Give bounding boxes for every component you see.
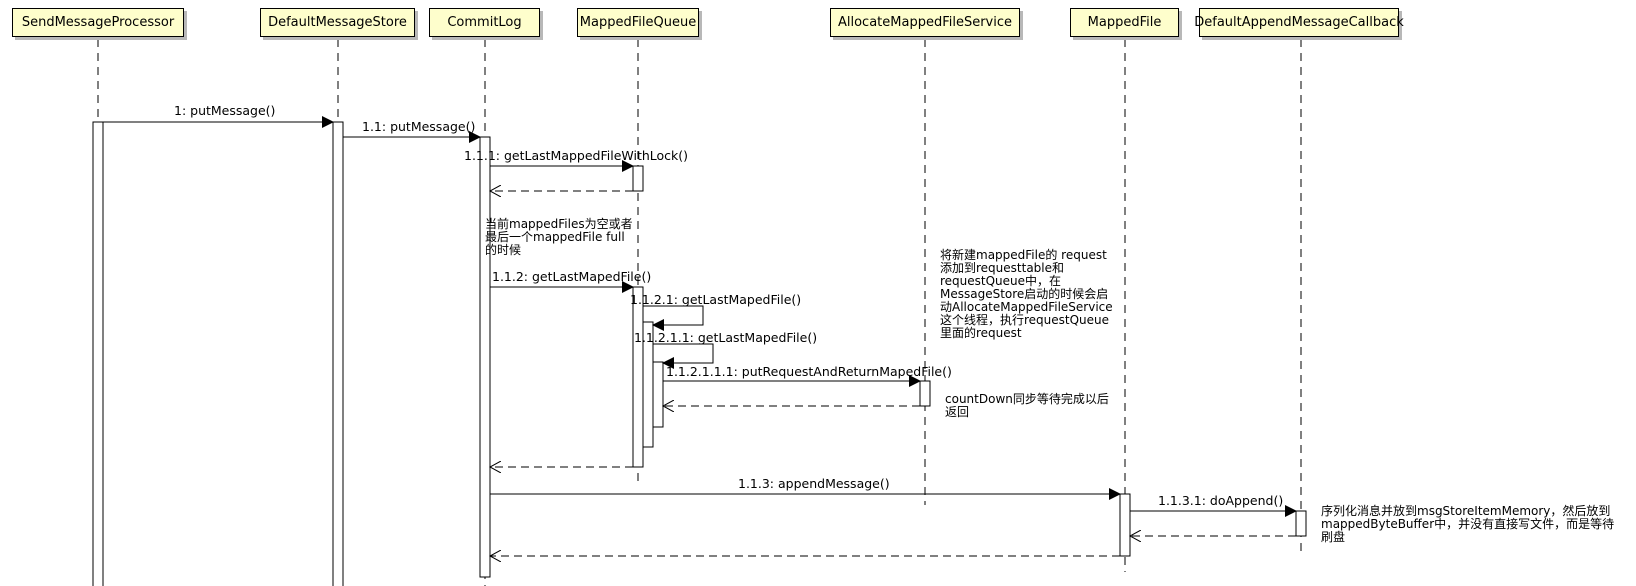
participant-mapped-file: MappedFile [1070, 8, 1179, 37]
participant-commit-log: CommitLog [429, 8, 540, 37]
activation-get-last-maped-file [632, 286, 644, 468]
message-label-1-1-2-1: 1.1.2.1: getLastMapedFile() [630, 292, 801, 307]
message-arrow-1-1-2-1 [643, 305, 704, 331]
activation-append-message [1119, 493, 1131, 557]
participant-allocate-mapped-file-service: AllocateMappedFileService [830, 8, 1020, 37]
note-serialize: 序列化消息并放到msgStoreItemMemory，然后放到 mappedBy… [1321, 504, 1615, 544]
participant-mapped-file-queue: MappedFileQueue [577, 8, 699, 37]
note-count-down: countDown同步等待完成以后 返回 [945, 392, 1109, 419]
message-label-1-1-2: 1.1.2: getLastMapedFile() [492, 269, 651, 284]
participant-default-append-message-callback: DefaultAppendMessageCallback [1194, 8, 1404, 37]
activation-put-request [919, 380, 931, 407]
message-label-1-1-1: 1.1.1: getLastMappedFileWithLock() [464, 148, 688, 163]
activation-default-message-store [332, 121, 344, 586]
activation-self-call-2 [652, 361, 664, 428]
activation-get-last-mapped-file-with-lock [632, 165, 644, 192]
activation-commit-log [479, 136, 491, 578]
message-arrow-1-1-2-1-1 [653, 343, 714, 369]
activation-do-append [1295, 510, 1307, 537]
message-label-1-1: 1.1: putMessage() [362, 119, 475, 134]
note-mapped-files-empty: 当前mappedFiles为空或者 最后一个mappedFile full 的时… [485, 217, 633, 257]
message-label-1-1-3-1: 1.1.3.1: doAppend() [1158, 493, 1283, 508]
note-allocate-request: 将新建mappedFile的 request 添加到requesttable和 … [940, 248, 1113, 340]
message-label-1-1-2-1-1-1: 1.1.2.1.1.1: putRequestAndReturnMapedFil… [666, 364, 952, 379]
participant-send-message-processor: SendMessageProcessor [12, 8, 184, 37]
participant-default-message-store: DefaultMessageStore [260, 8, 415, 37]
message-label-1-1-2-1-1: 1.1.2.1.1: getLastMapedFile() [634, 330, 817, 345]
activation-send-message-processor [92, 121, 104, 586]
message-label-1-1-3: 1.1.3: appendMessage() [738, 476, 890, 491]
message-label-1: 1: putMessage() [174, 103, 275, 118]
